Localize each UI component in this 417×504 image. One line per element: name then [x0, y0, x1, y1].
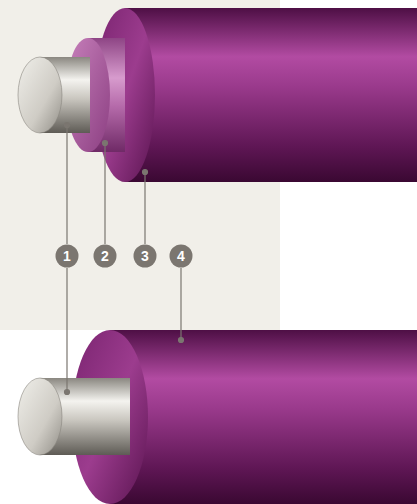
callout-discs	[56, 245, 193, 268]
leader-line	[66, 268, 67, 392]
callout-number: 1	[56, 245, 78, 267]
callout-number: 3	[134, 245, 156, 267]
leader-line	[144, 172, 145, 244]
leader-lines	[65, 123, 184, 395]
inner-pipe-end	[18, 57, 62, 133]
outer-jacket	[125, 8, 417, 182]
callout-disc	[170, 245, 193, 268]
leader-line	[66, 125, 67, 244]
leader-dot	[179, 338, 184, 343]
top-pipe	[18, 8, 417, 182]
leader-dot	[143, 170, 148, 175]
outer-jacket	[110, 330, 417, 504]
callout-disc	[56, 245, 79, 268]
callout-number: 4	[170, 245, 192, 267]
leader-dot	[65, 390, 70, 395]
leader-dot	[103, 141, 108, 146]
bottom-pipe	[18, 330, 417, 504]
leader-line	[104, 143, 105, 244]
callout-disc	[134, 245, 157, 268]
callout-disc	[94, 245, 117, 268]
callout-number: 2	[94, 245, 116, 267]
inner-pipe-end	[18, 378, 62, 455]
leader-line	[180, 268, 181, 340]
leader-dot	[65, 123, 70, 128]
